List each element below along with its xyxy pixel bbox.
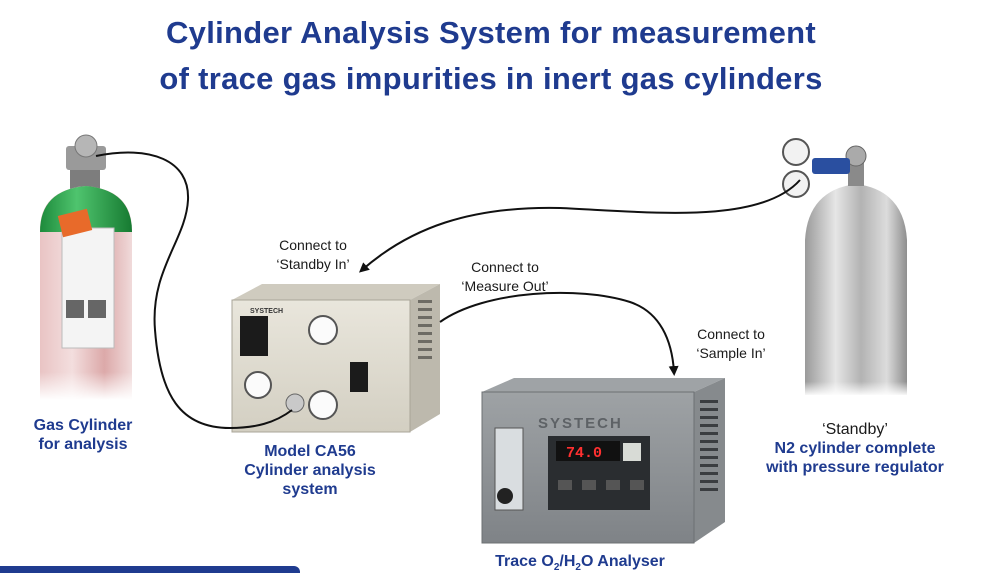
n2-cylinder-image (782, 138, 907, 396)
title-line-1: Cylinder Analysis System for measurement (165, 15, 817, 50)
pipe-n2-to-standby (358, 179, 801, 273)
analyser-label: Trace O2/H2O Analyser (495, 553, 665, 574)
pipe-measure-to-sample (439, 291, 679, 376)
connect-standby-label: Connect to ‘Standby In’ (276, 237, 350, 272)
pipe-gas-to-ca56 (95, 151, 293, 430)
connect-sample-label: Connect to ‘Sample In’ (696, 326, 766, 361)
ca56-brand: SYSTECH (250, 308, 283, 315)
connect-measure-label: Connect to ‘Measure Out’ (461, 259, 549, 294)
page-title: Cylinder Analysis System for measurement… (0, 10, 982, 102)
standby-cylinder-label: ‘Standby’ N2 cylinder complete with pres… (766, 421, 944, 476)
analyser-display-value: 74.0 (566, 445, 602, 462)
analyser-unit-image (481, 378, 725, 544)
ca56-label: Model CA56 Cylinder analysis system (244, 443, 376, 498)
bottom-accent-bar (0, 566, 300, 573)
ca56-unit-image (231, 284, 440, 433)
title-line-2: of trace gas impurities in inert gas cyl… (159, 61, 823, 96)
gas-cylinder-label: Gas Cylinder for analysis (33, 417, 133, 453)
gas-cylinder-image (40, 134, 132, 400)
analyser-brand: SYSTECH (538, 415, 623, 432)
